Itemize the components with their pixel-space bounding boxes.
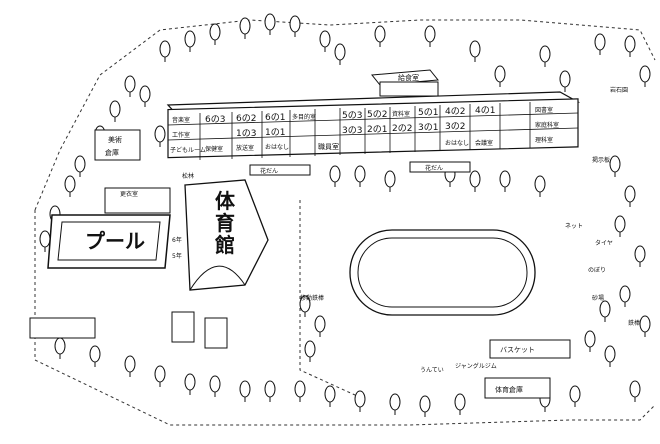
label-jungle: ジャングルジム xyxy=(455,362,497,370)
label-4-2: 4の2 xyxy=(445,107,465,117)
label-hoken: 保健室 xyxy=(205,145,223,153)
label-ohanashi: おはなし xyxy=(265,144,289,151)
label-6-2: 6の2 xyxy=(236,114,256,124)
label-4-1: 4の1 xyxy=(475,106,495,116)
label-kaigi: 会議室 xyxy=(475,139,493,147)
label-tetsubou: 鉄棒 xyxy=(628,319,640,327)
label-idou: 移動鉄棒 xyxy=(300,294,324,302)
label-gym-3: 館 xyxy=(215,233,235,257)
gymnasium: 体 育 館 xyxy=(184,179,269,291)
label-sunaba: 砂場 xyxy=(592,294,604,302)
label-basket: バスケット xyxy=(500,346,535,354)
label-5-1: 5の1 xyxy=(418,108,438,118)
flower-beds: 花だん 花だん xyxy=(249,161,471,176)
label-3-2: 3の2 xyxy=(445,122,465,132)
label-5nen: 5年 xyxy=(172,252,182,260)
label-2-1: 2の1 xyxy=(367,125,387,135)
label-net: ネット xyxy=(565,223,583,230)
label-souko: 倉庫 xyxy=(105,148,119,157)
label-ongaku: 音楽室 xyxy=(172,116,190,124)
label-3-1: 3の1 xyxy=(418,123,438,133)
label-rika: 理科室 xyxy=(535,136,553,144)
label-shokuin: 職員室 xyxy=(318,142,339,151)
label-kousaku: 工作室 xyxy=(172,131,190,139)
label-keiji: 掲示板 xyxy=(592,156,610,164)
playground: 移動鉄棒 バスケット うんてい ジャングルジム 体育倉庫 掲示板 岩石園 タイヤ… xyxy=(300,86,640,399)
label-1-3: 1の3 xyxy=(236,129,256,139)
label-shouro: 松林 xyxy=(182,172,194,180)
label-ohanashi2: おはなし xyxy=(445,140,469,147)
label-tamokuteki: 多目的室 xyxy=(292,113,316,121)
label-koui: 更衣室 xyxy=(120,190,138,198)
label-gym-1: 体 xyxy=(215,189,236,213)
label-toshoshitsu: 図書室 xyxy=(535,106,553,114)
label-nobori: のぼり xyxy=(588,267,606,274)
label-tire: タイヤ xyxy=(595,239,613,247)
label-taiiku-souko: 体育倉庫 xyxy=(495,385,523,394)
kitchen-building: 給食室 xyxy=(371,69,439,97)
label-shiryou: 資料室 xyxy=(392,110,410,118)
sw-buildings xyxy=(29,311,228,349)
main-building: 音楽室 工作室 子どもルーム 6の3 6の2 6の1 多目的室 1の3 1の1 … xyxy=(166,91,581,160)
label-2-2: 2の2 xyxy=(392,124,412,134)
label-6-3: 6の3 xyxy=(205,115,225,125)
label-5-2: 5の2 xyxy=(367,110,387,120)
label-bijutsu: 美術 xyxy=(108,135,122,144)
label-3-3: 3の3 xyxy=(342,126,362,136)
label-6-1: 6の1 xyxy=(265,113,285,123)
running-track xyxy=(349,229,536,316)
label-gym-2: 育 xyxy=(215,211,235,235)
art-building: 美術 倉庫 xyxy=(94,129,141,161)
label-kadan: 花だん xyxy=(260,167,278,175)
label-pool: プール xyxy=(85,229,145,253)
label-5-3: 5の3 xyxy=(342,111,362,121)
changing-room: 更衣室 松林 xyxy=(104,172,194,214)
label-ganseki: 岩石園 xyxy=(610,86,628,94)
pool: プール 6年 5年 xyxy=(47,214,182,269)
label-6nen: 6年 xyxy=(172,236,182,244)
label-kodomo: 子どもルーム xyxy=(170,146,206,154)
label-unte: うんてい xyxy=(420,367,444,374)
label-katei: 家庭科室 xyxy=(535,121,559,129)
label-hosou: 放送室 xyxy=(236,144,254,152)
label-kadan2: 花だん xyxy=(425,164,443,172)
label-1-1: 1の1 xyxy=(265,128,285,138)
label-kyushoku: 給食室 xyxy=(398,73,419,82)
